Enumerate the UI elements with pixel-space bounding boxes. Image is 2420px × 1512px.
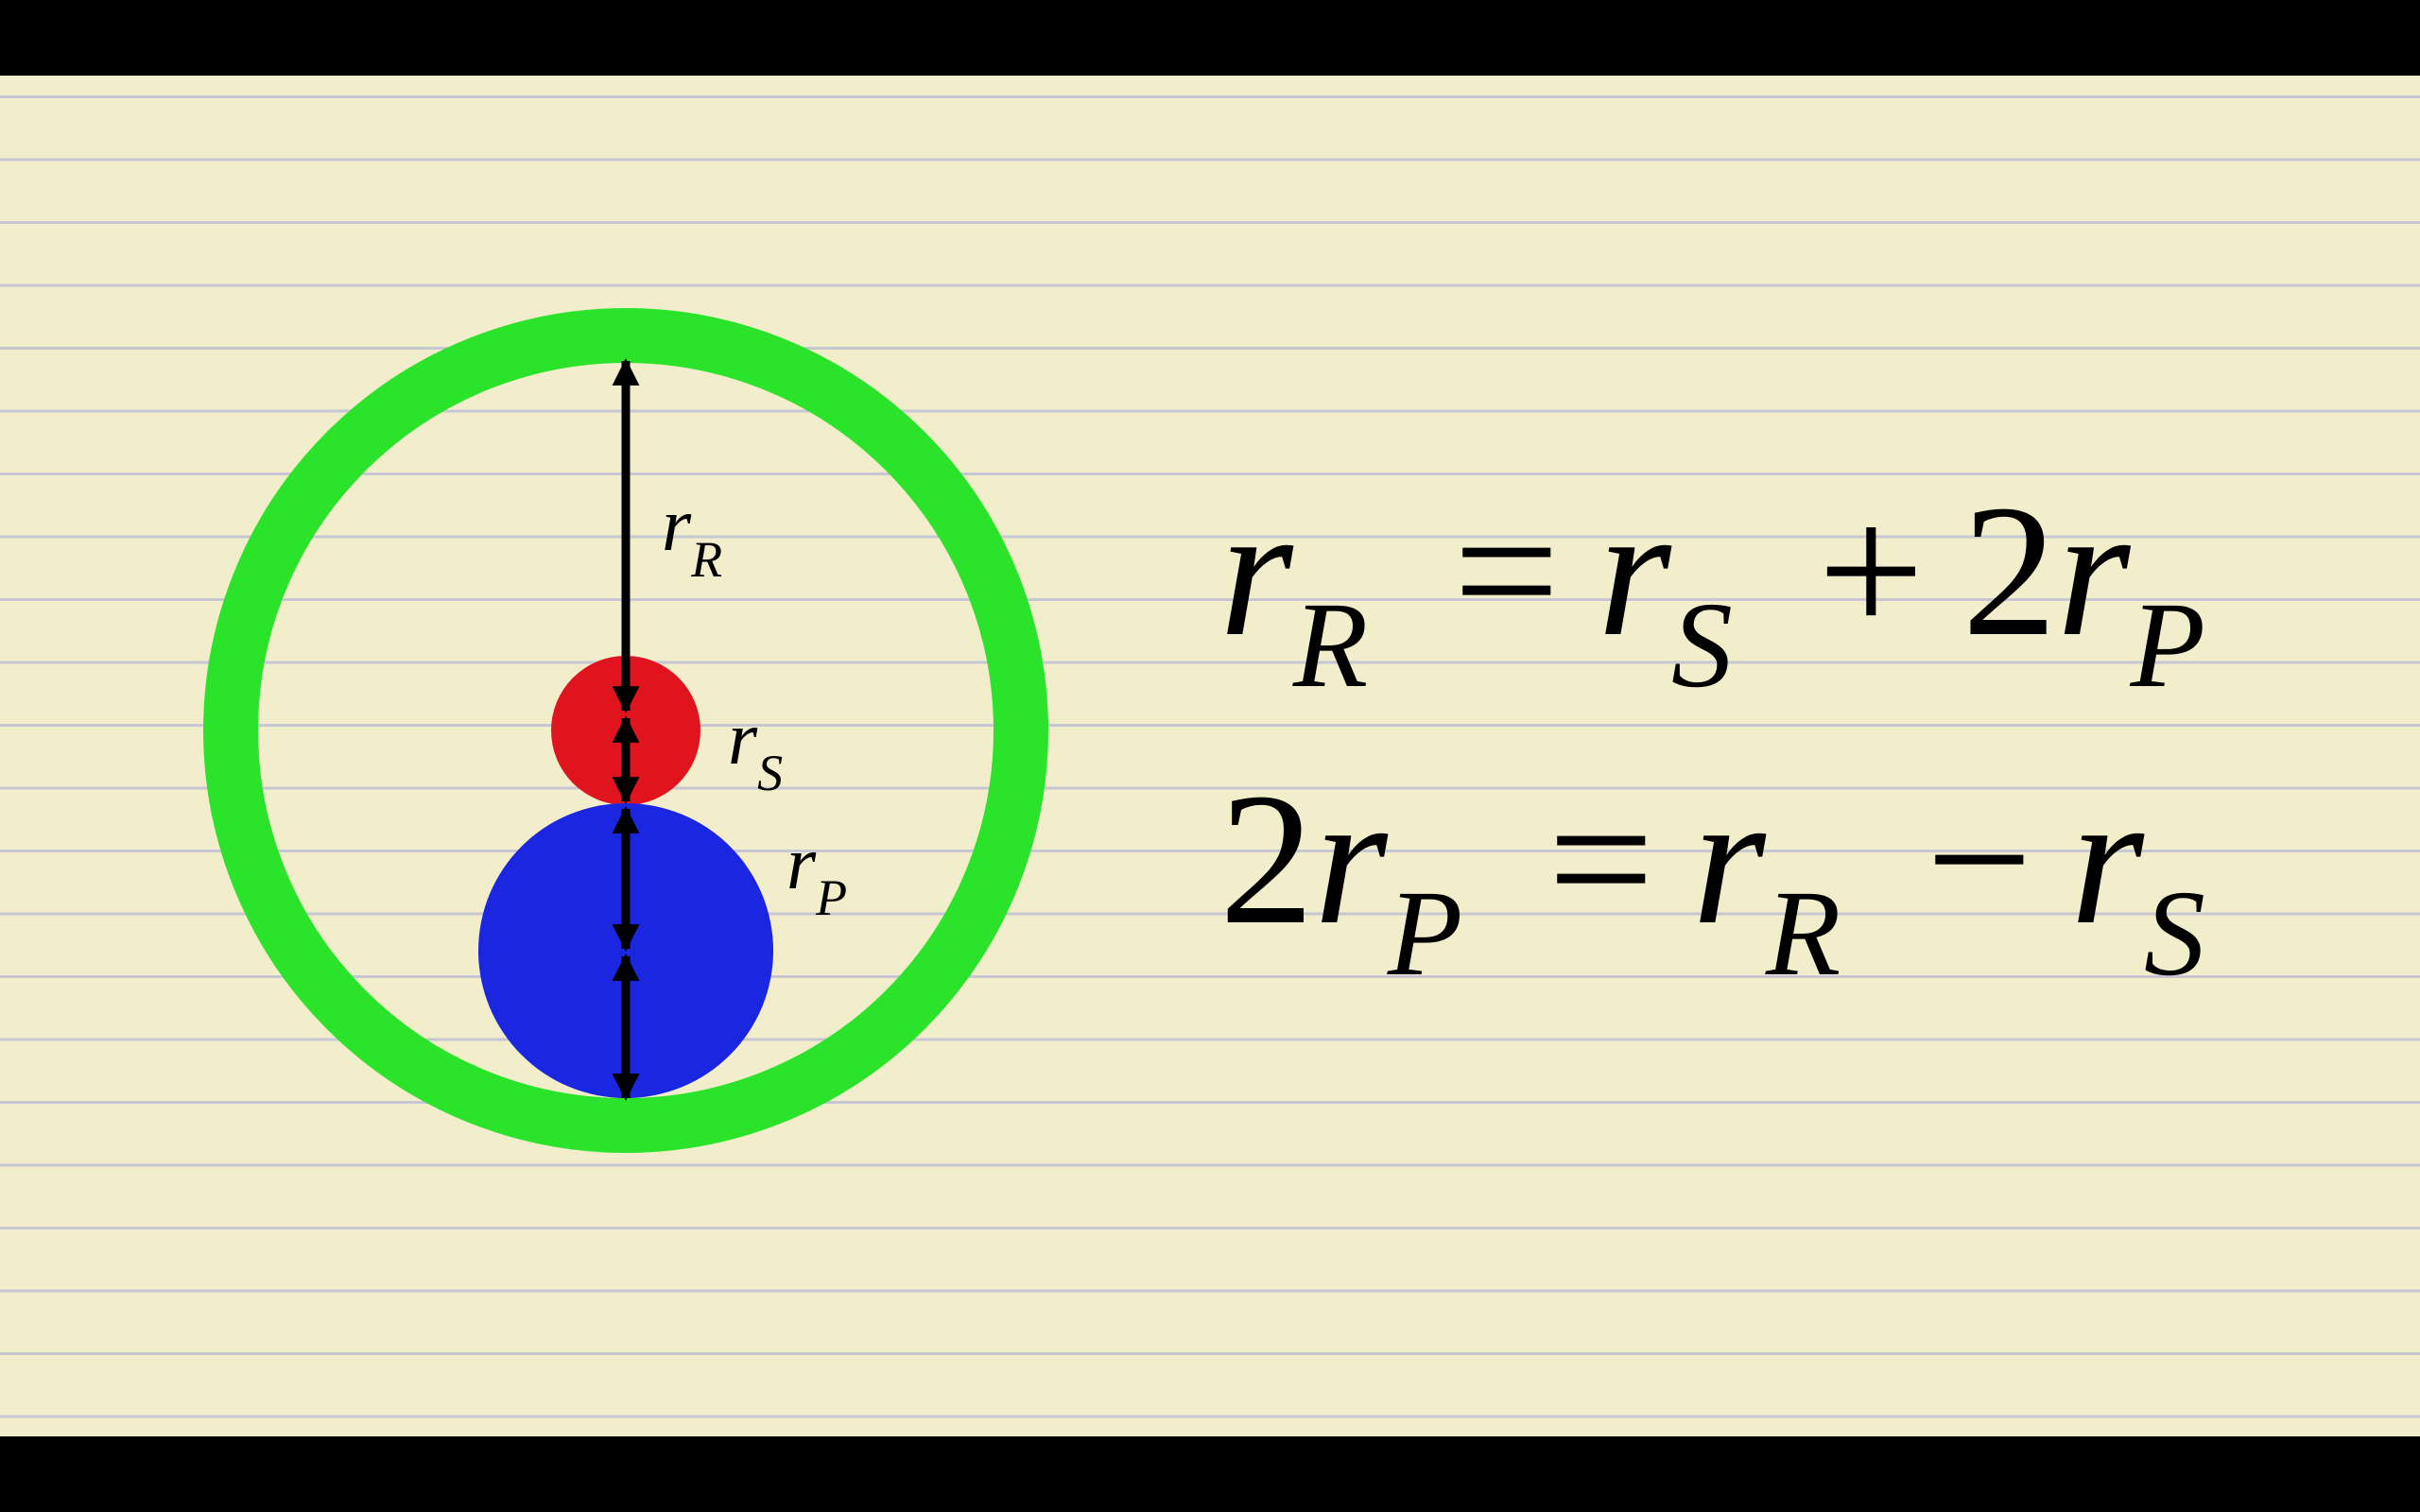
eq2-t1-sub: R [1765, 866, 1841, 1002]
lined-paper-background [0, 76, 2420, 1436]
eq2-t2-sub: S [2143, 866, 2205, 1002]
eq2-t1-var: r [1692, 755, 1766, 964]
eq2-lhs-var: r [1314, 755, 1388, 964]
eq1-t1-var: r [1598, 467, 1671, 676]
ring-radius-sub: R [690, 531, 722, 588]
eq1-equals: = [1453, 467, 1561, 676]
planet-radius-var: r [786, 822, 817, 905]
eq2-equals: = [1547, 755, 1655, 964]
sun-radius-var: r [728, 697, 758, 781]
eq1-lhs-sub: R [1292, 577, 1369, 713]
eq1-lhs-var: r [1219, 467, 1293, 676]
equation-ring-radius: rR =rS +2rP [1219, 477, 2205, 708]
eq2-lhs-coef: 2 [1219, 755, 1314, 964]
sun-radius-label: rS [728, 697, 783, 801]
ring-radius-var: r [662, 484, 692, 567]
equation-planet-diameter: 2rP =rR −rS [1219, 765, 2205, 996]
eq2-t2-var: r [2070, 755, 2144, 964]
eq2-lhs-sub: P [1387, 866, 1463, 1002]
eq1-t2-sub: P [2130, 577, 2205, 713]
eq1-t2-coef: 2 [1962, 467, 2057, 676]
letterbox-top [0, 0, 2420, 76]
letterbox-bottom [0, 1436, 2420, 1512]
planet-radius-label: rP [786, 822, 847, 926]
eq2-minus: − [1926, 755, 2033, 964]
eq1-plus: + [1817, 467, 1925, 676]
sun-radius-sub: S [757, 745, 783, 801]
eq1-t1-sub: S [1670, 577, 1733, 713]
ring-gear [203, 308, 1048, 1153]
planet-radius-sub: P [815, 869, 847, 926]
ring-radius-label: rR [662, 484, 722, 588]
eq1-t2-var: r [2056, 467, 2131, 676]
